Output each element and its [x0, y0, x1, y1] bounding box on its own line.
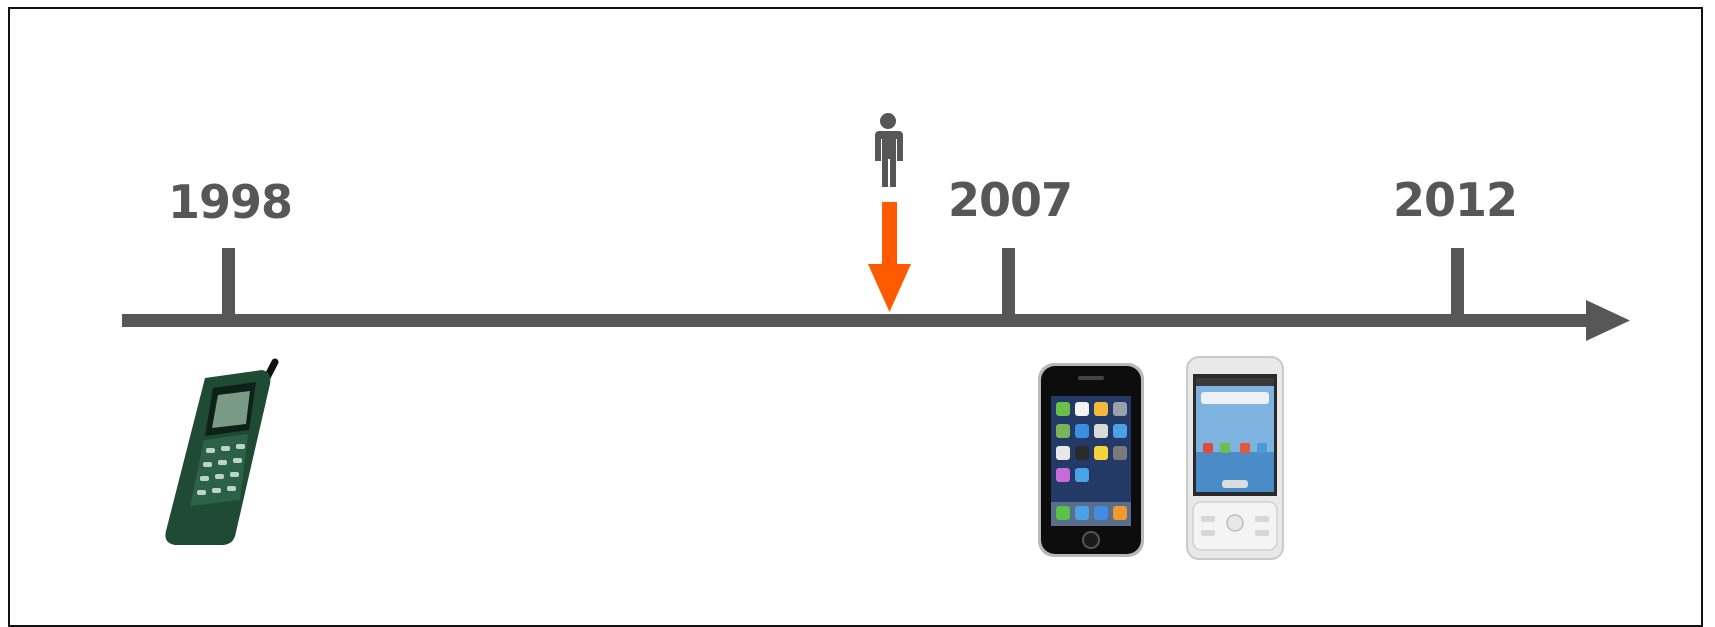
- current-position-marker: [868, 202, 911, 312]
- year-label-1998: 1998: [168, 175, 292, 229]
- year-label-2012: 2012: [1393, 173, 1517, 227]
- nokia-phone-icon: [165, 362, 275, 545]
- tick-2007: [1002, 248, 1015, 318]
- person-icon: [875, 113, 903, 187]
- iphone-icon: [1038, 363, 1144, 557]
- timeline-diagram: [0, 0, 1715, 606]
- tick-2012: [1451, 248, 1464, 318]
- android-phone-icon: [1187, 357, 1283, 559]
- tick-1998: [222, 248, 235, 318]
- timeline-arrowhead: [1586, 300, 1630, 341]
- year-label-2007: 2007: [948, 173, 1072, 227]
- timeline-axis: [122, 314, 1592, 327]
